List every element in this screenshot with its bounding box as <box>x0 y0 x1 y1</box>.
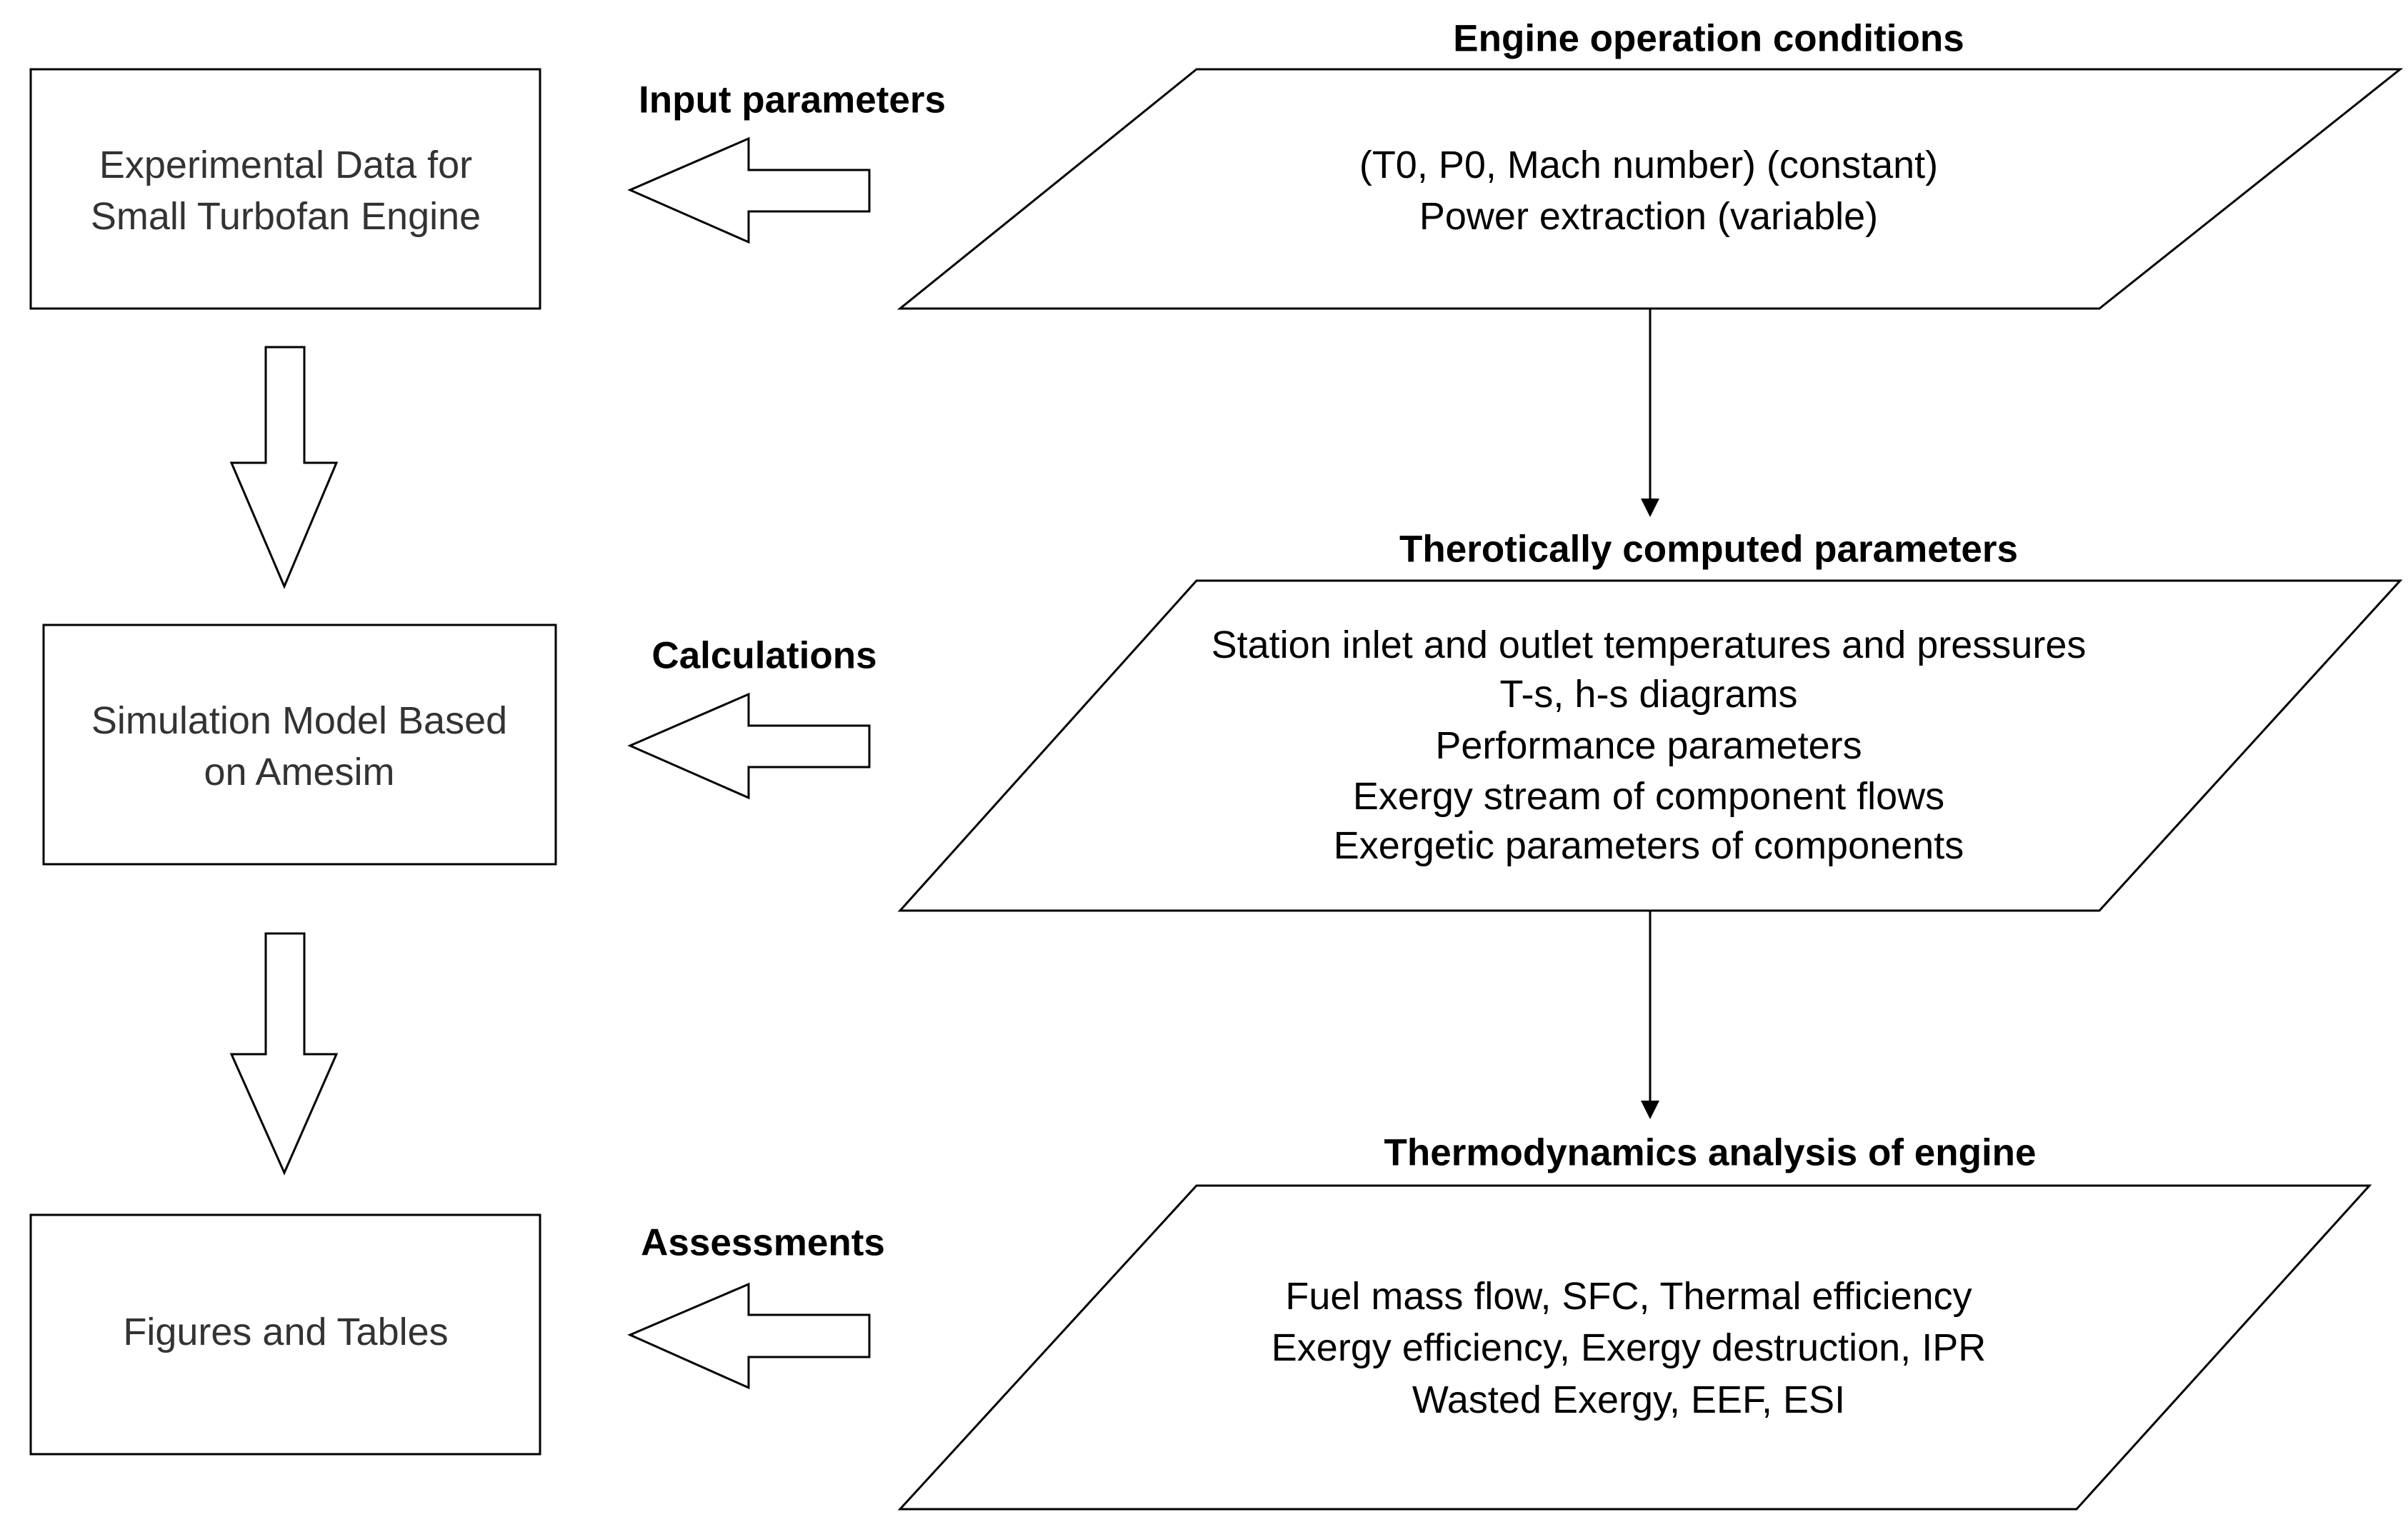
computed-parameters-title: Therotically computed parameters <box>1399 529 2018 571</box>
figures-tables-box-frame <box>29 1213 541 1456</box>
engine-operation-parallelogram <box>896 68 2404 310</box>
assessments-label: Assessments <box>641 1222 885 1264</box>
input-parameters-label: Input parameters <box>639 79 946 121</box>
simulation-model-box-line-1: Simulation Model Based <box>91 699 507 742</box>
experimental-data-box-line-2: Small Turbofan Engine <box>91 195 481 238</box>
experimental-data-box: Experimental Data for Small Turbofan Eng… <box>29 68 541 310</box>
computed-parameters-line-1: Station inlet and outlet temperatures an… <box>1212 624 2087 666</box>
thermodynamics-analysis-line-1: Fuel mass flow, SFC, Thermal efficiency <box>1285 1275 1972 1318</box>
calculations-label: Calculations <box>651 635 876 677</box>
left-arrow-3 <box>627 1282 871 1390</box>
computed-parameters-parallelogram <box>897 579 2403 912</box>
engine-operation-block: (T0, P0, Mach number) (constant) Power e… <box>896 68 2404 310</box>
thermodynamics-analysis-line-3: Wasted Exergy, EEF, ESI <box>1412 1378 1845 1421</box>
computed-parameters-block: Station inlet and outlet temperatures an… <box>897 579 2403 912</box>
connector-arrow-2 <box>1641 911 1659 1119</box>
connector-arrowhead-1 <box>1641 499 1659 517</box>
figures-tables-box-line-1: Figures and Tables <box>123 1311 448 1353</box>
experimental-data-box-line-1: Experimental Data for <box>99 144 472 186</box>
simulation-model-box-line-2: on Amesim <box>204 751 394 793</box>
connector-arrow-1 <box>1641 309 1659 517</box>
computed-parameters-line-4: Exergy stream of component flows <box>1353 775 1944 818</box>
left-arrow-1 <box>627 136 871 244</box>
engine-operation-line-2: Power extraction (variable) <box>1419 195 1878 238</box>
left-arrow-2 <box>627 692 871 800</box>
down-arrow-2 <box>229 932 339 1176</box>
connector-arrowhead-2 <box>1641 1101 1659 1119</box>
experimental-data-box-frame <box>29 68 541 310</box>
engine-operation-title: Engine operation conditions <box>1453 18 1964 60</box>
computed-parameters-line-3: Performance parameters <box>1435 724 1862 767</box>
thermodynamics-analysis-title: Thermodynamics analysis of engine <box>1384 1132 2036 1174</box>
engine-operation-line-1: (T0, P0, Mach number) (constant) <box>1359 144 1938 186</box>
simulation-model-box-frame <box>42 624 557 866</box>
down-arrow-1 <box>229 346 339 589</box>
computed-parameters-line-5: Exergetic parameters of components <box>1334 824 1964 867</box>
computed-parameters-line-2: T-s, h-s diagrams <box>1499 673 1797 716</box>
thermodynamics-analysis-block: Fuel mass flow, SFC, Thermal efficiency … <box>897 1184 2372 1511</box>
thermodynamics-analysis-parallelogram <box>897 1184 2372 1511</box>
simulation-model-box: Simulation Model Based on Amesim <box>42 624 557 866</box>
figures-tables-box: Figures and Tables <box>29 1213 541 1456</box>
thermodynamics-analysis-line-2: Exergy efficiency, Exergy destruction, I… <box>1272 1326 1986 1369</box>
